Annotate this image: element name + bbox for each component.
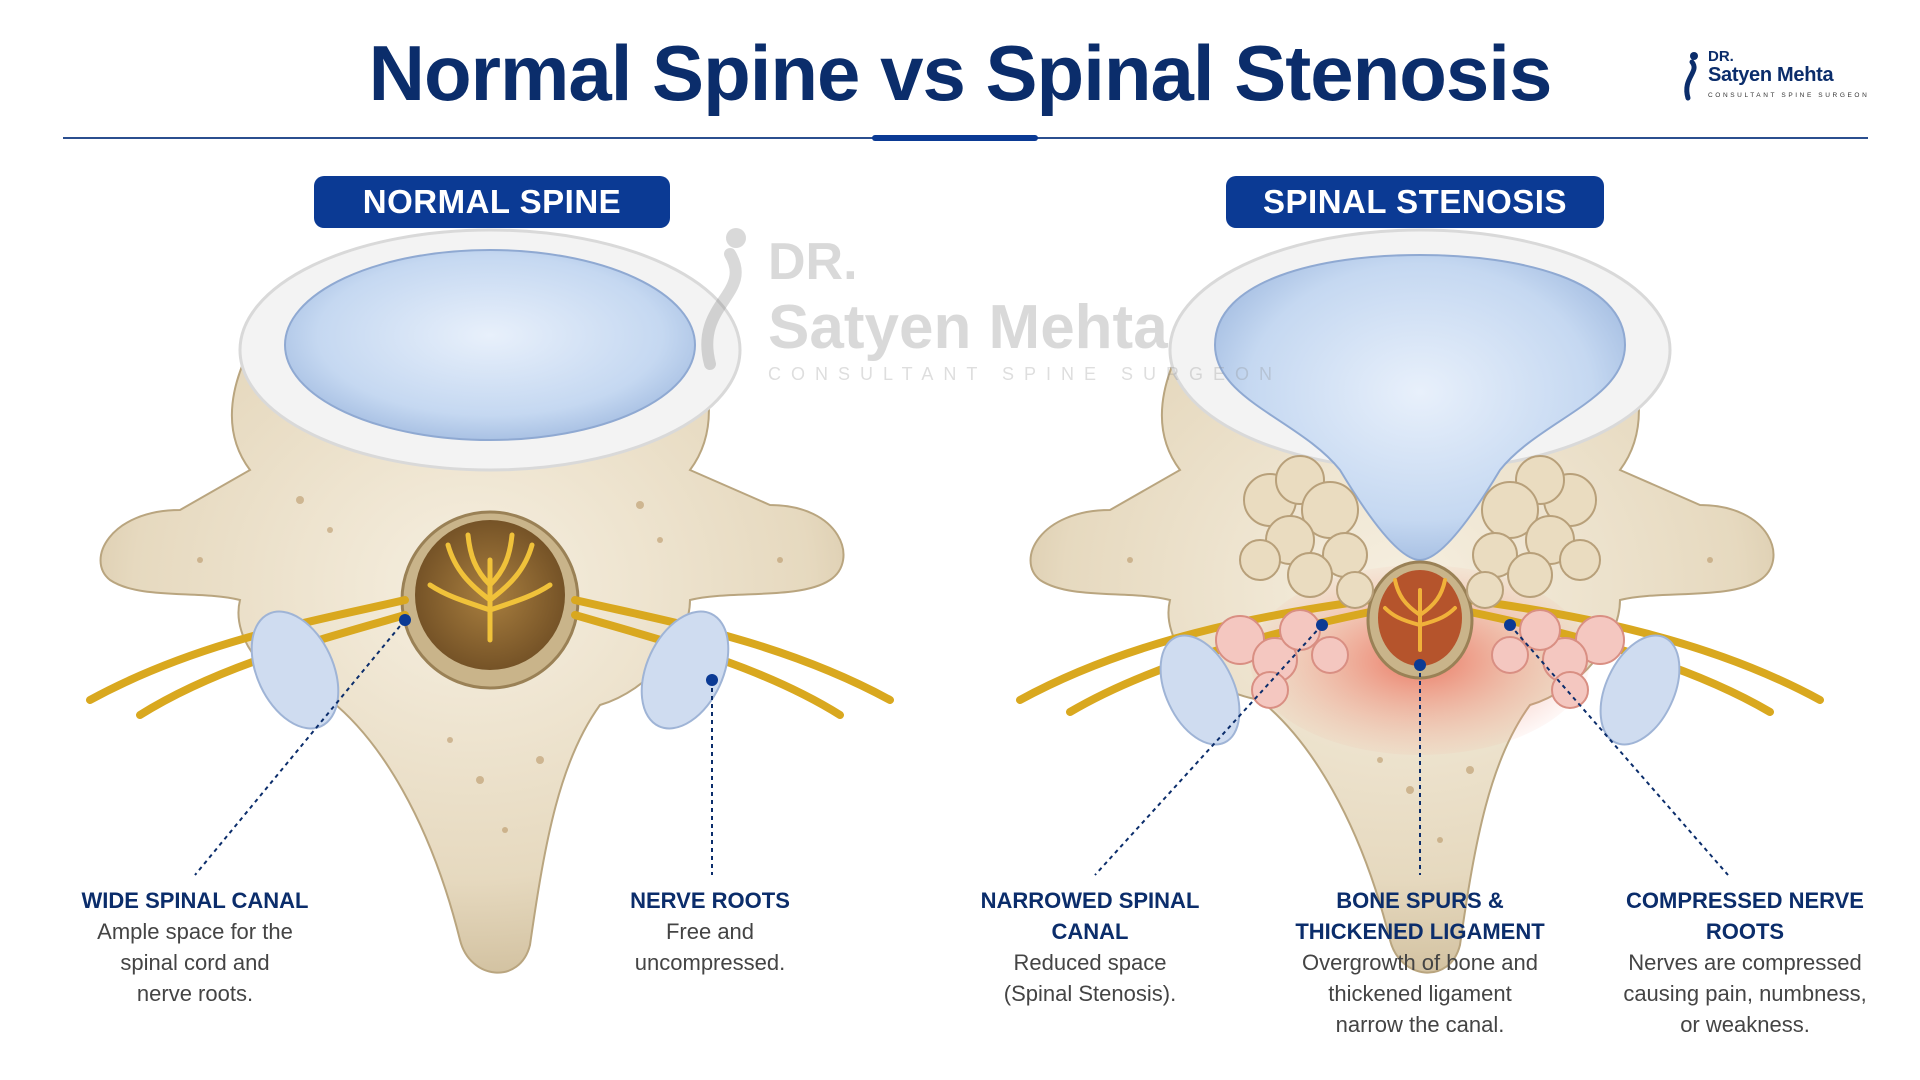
bone-spurs-icon bbox=[1239, 455, 1601, 609]
label-text: Nerves are compressed bbox=[1628, 950, 1862, 975]
label-text: spinal cord and bbox=[120, 950, 270, 975]
label-text: (Spinal Stenosis). bbox=[1003, 981, 1177, 1006]
watermark-line-1: DR. bbox=[768, 233, 858, 291]
brand-logo: DR. Satyen Mehta CONSULTANT SPINE SURGEO… bbox=[1678, 48, 1868, 108]
logo-line-2: Satyen Mehta bbox=[1708, 64, 1834, 86]
label-heading: NERVE ROOTS bbox=[630, 888, 790, 913]
label-heading: THICKENED LIGAMENT bbox=[1295, 919, 1545, 944]
watermark: DR. Satyen Mehta CONSULTANT SPINE SURGEO… bbox=[688, 224, 1272, 394]
label-text: nerve roots. bbox=[136, 981, 254, 1006]
normal-vertebra bbox=[86, 228, 894, 974]
normal-spine-heading: NORMAL SPINE bbox=[314, 176, 670, 228]
watermark-line-2: Satyen Mehta bbox=[768, 293, 1168, 362]
label-heading: WIDE SPINAL CANAL bbox=[81, 888, 309, 913]
label-narrowed-spinal-canal: NARROWED SPINAL CANAL Reduced space (Spi… bbox=[940, 885, 1240, 1009]
watermark-spine-icon bbox=[701, 228, 746, 370]
page-title: Normal Spine vs Spinal Stenosis bbox=[368, 29, 1553, 117]
label-heading: COMPRESSED NERVE ROOTS bbox=[1626, 888, 1864, 944]
spinal-stenosis-heading: SPINAL STENOSIS bbox=[1226, 176, 1604, 228]
label-text: causing pain, numbness, bbox=[1623, 981, 1867, 1006]
label-text: or weakness. bbox=[1680, 1012, 1810, 1037]
compressed-cord-icon bbox=[1383, 578, 1457, 652]
logo-line-1: DR. bbox=[1708, 48, 1734, 65]
label-text: Ample space for the bbox=[97, 919, 293, 944]
label-compressed-nerve-roots: COMPRESSED NERVE ROOTS Nerves are compre… bbox=[1585, 885, 1905, 1040]
title-divider-accent bbox=[872, 135, 1038, 141]
label-text: Overgrowth of bone and bbox=[1301, 950, 1539, 975]
watermark-line-3: CONSULTANT SPINE SURGEON bbox=[768, 364, 1283, 384]
label-text: narrow the canal. bbox=[1335, 1012, 1505, 1037]
label-wide-spinal-canal: WIDE SPINAL CANAL Ample space for the sp… bbox=[60, 885, 330, 1009]
spinal-cord-icon bbox=[427, 532, 553, 643]
label-text: thickened ligament bbox=[1328, 981, 1512, 1006]
spine-logo-icon bbox=[1684, 52, 1698, 101]
logo-line-3: CONSULTANT SPINE SURGEON bbox=[1708, 92, 1870, 99]
label-text: uncompressed. bbox=[634, 950, 786, 975]
label-nerve-roots: NERVE ROOTS Free and uncompressed. bbox=[600, 885, 820, 978]
thickened-ligament-icon bbox=[1215, 609, 1625, 709]
label-heading: BONE SPURS & bbox=[1336, 888, 1504, 913]
label-text: Free and bbox=[665, 919, 755, 944]
label-bone-spurs-thickened-ligament: BONE SPURS & THICKENED LIGAMENT Overgrow… bbox=[1280, 885, 1560, 1040]
stenosis-vertebra bbox=[1016, 228, 1824, 974]
label-text: Reduced space bbox=[1013, 950, 1167, 975]
label-heading: NARROWED SPINAL CANAL bbox=[980, 888, 1200, 944]
